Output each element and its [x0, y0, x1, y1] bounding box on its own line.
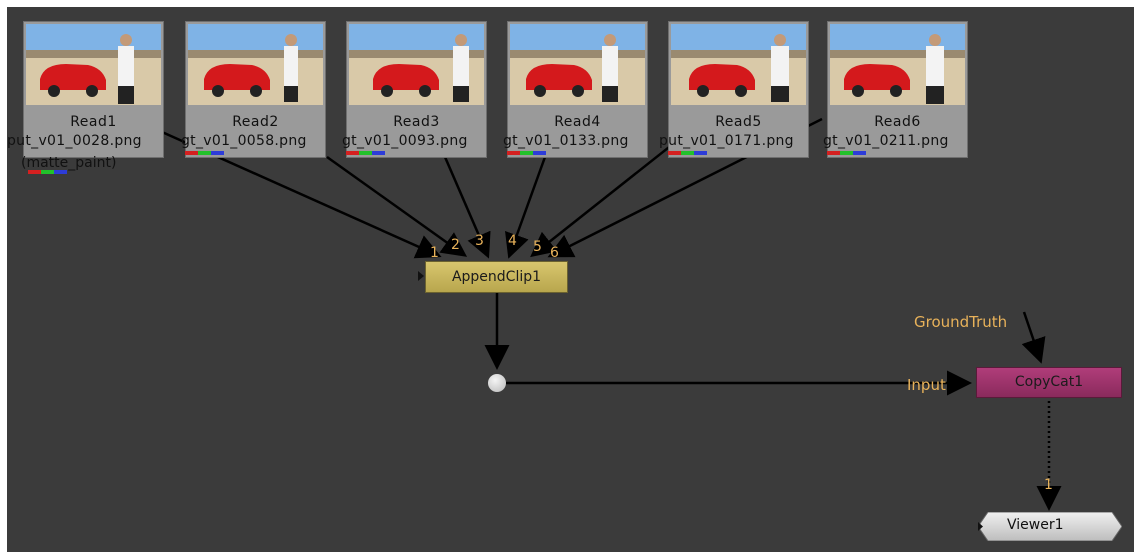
read-node-5[interactable]: Read5 — [668, 21, 809, 158]
read-filename: put_v01_0171.png — [659, 133, 794, 149]
node-label: Read4 — [554, 114, 601, 130]
thumbnail-image — [188, 24, 323, 105]
node-input-arrow — [418, 271, 424, 281]
input-label: Input — [907, 376, 946, 394]
node-label: Read5 — [715, 114, 762, 130]
read-filename: gt_v01_0093.png — [342, 133, 468, 149]
groundtruth-label: GroundTruth — [914, 313, 1008, 331]
read-node-4[interactable]: Read4 — [507, 21, 648, 158]
appendclip-node[interactable]: AppendClip1 — [425, 261, 568, 293]
thumbnail-image — [510, 24, 645, 105]
thumbnail-image — [26, 24, 161, 105]
read-filename: gt_v01_0058.png — [181, 133, 307, 149]
node-label: Read6 — [874, 114, 921, 130]
input-number: 5 — [533, 239, 542, 255]
channel-rgb-indicator — [507, 151, 546, 155]
node-graph[interactable]: Read1 Read2 Read3 — [7, 7, 1134, 552]
node-label: Read1 — [70, 114, 117, 130]
thumbnail-image — [349, 24, 484, 105]
input-number: 3 — [475, 233, 484, 249]
read-filename: gt_v01_0211.png — [823, 133, 949, 149]
read-filename: put_v01_0028.png — [7, 133, 142, 149]
read-node-6[interactable]: Read6 — [827, 21, 968, 158]
read-node-3[interactable]: Read3 — [346, 21, 487, 158]
read-node-1[interactable]: Read1 — [23, 21, 164, 174]
wire-read4-append — [505, 156, 547, 259]
thumbnail-image — [830, 24, 965, 105]
input-number: 1 — [430, 245, 439, 261]
channel-rgb-indicator — [346, 151, 385, 155]
channel-rgb-indicator — [185, 151, 224, 155]
channel-rgb-indicator — [28, 170, 67, 174]
dot-node[interactable] — [488, 374, 506, 392]
wire-read3-append — [443, 156, 491, 259]
read-node-2[interactable]: Read2 — [185, 21, 326, 158]
wire-groundtruth-copycat — [1021, 311, 1046, 364]
copycat-node[interactable]: CopyCat1 — [976, 367, 1122, 398]
viewer-node[interactable]: Viewer1 — [1007, 517, 1064, 533]
input-number: 6 — [550, 245, 559, 261]
input-number: 1 — [1044, 477, 1053, 493]
viewer-node-shape[interactable] — [978, 512, 1122, 541]
channel-rgb-indicator — [668, 151, 707, 155]
node-label: Read2 — [232, 114, 279, 130]
read-subtext: (matte_paint) — [21, 155, 117, 171]
input-number: 4 — [508, 233, 517, 249]
read-filename: gt_v01_0133.png — [503, 133, 629, 149]
node-label: Read3 — [393, 114, 440, 130]
thumbnail-image — [671, 24, 806, 105]
wire-read2-append — [326, 155, 468, 257]
channel-rgb-indicator — [827, 151, 866, 155]
input-number: 2 — [451, 237, 460, 253]
